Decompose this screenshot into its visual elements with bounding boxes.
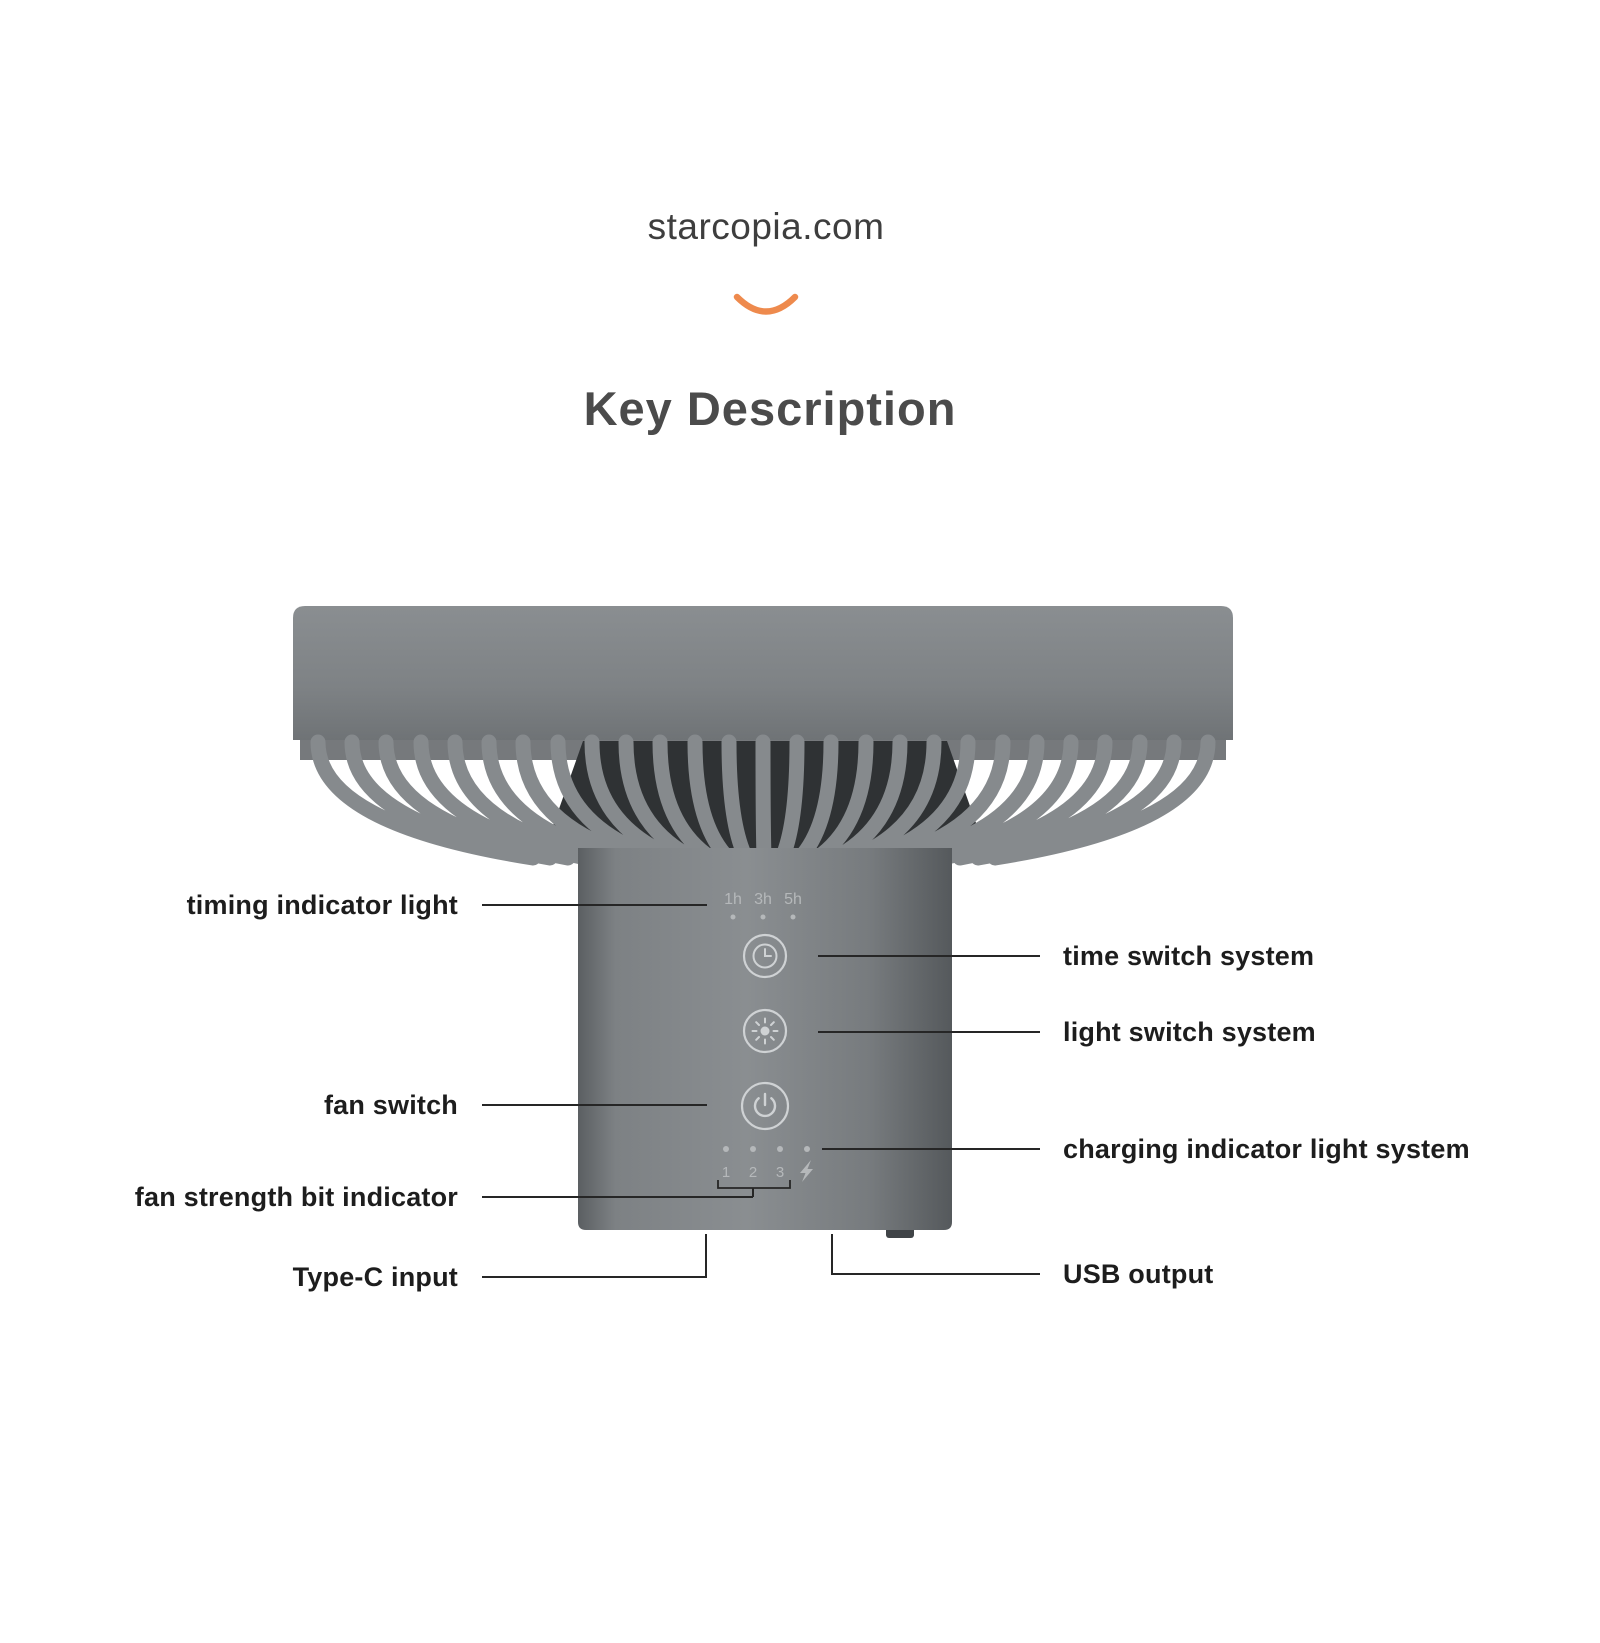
timer-dot (730, 914, 736, 920)
label-usb-output: USB output (1063, 1259, 1214, 1289)
leader-type-c-input (482, 1234, 707, 1278)
power-button (740, 1081, 790, 1131)
timer-label-3h: 3h (754, 891, 772, 908)
timer-dot (760, 914, 766, 920)
timer-button (742, 933, 788, 979)
charge-dot (777, 1146, 783, 1152)
power-icon (753, 1092, 777, 1118)
light-button (742, 1008, 788, 1054)
fan-head (293, 606, 1233, 740)
annotation-lines (482, 904, 1040, 1278)
fan-grille (310, 734, 1216, 866)
control-panel: 1h 3h 5h (722, 891, 813, 1182)
timer-dot (790, 914, 796, 920)
charge-dot (750, 1146, 756, 1152)
website-name: starcopia.com (647, 206, 885, 247)
label-fan-switch: fan switch (323, 1090, 458, 1120)
lightning-icon (800, 1160, 813, 1182)
fan-illustration: 1h 3h 5h (293, 606, 1233, 1238)
leader-usb-output (831, 1234, 1040, 1275)
label-charging-indicator-light-system: charging indicator light system (1063, 1134, 1470, 1164)
charge-dot (804, 1146, 810, 1152)
timing-indicator-lights: 1h 3h 5h (724, 891, 802, 920)
speed-label-1: 1 (722, 1164, 730, 1181)
smile-accent-icon (733, 293, 799, 315)
timer-label-5h: 5h (784, 891, 802, 908)
charge-dot (723, 1146, 729, 1152)
label-time-switch-system: time switch system (1063, 941, 1315, 971)
fan-strength-bracket (717, 1180, 791, 1189)
speed-label-2: 2 (749, 1164, 757, 1181)
page-title: Key Description (583, 382, 957, 435)
clock-icon (752, 943, 778, 969)
label-fan-strength-bit-indicator: fan strength bit indicator (134, 1182, 458, 1212)
leader-fan-strength (482, 1188, 754, 1198)
timer-label-1h: 1h (724, 891, 742, 908)
label-light-switch-system: light switch system (1063, 1017, 1316, 1047)
charging-indicator-lights (723, 1146, 810, 1152)
speed-indicator-labels: 1 2 3 (722, 1160, 813, 1182)
label-timing-indicator-light: timing indicator light (186, 890, 458, 920)
sun-icon (751, 1017, 779, 1045)
speed-label-3: 3 (776, 1164, 784, 1181)
label-type-c-input: Type-C input (292, 1262, 458, 1292)
